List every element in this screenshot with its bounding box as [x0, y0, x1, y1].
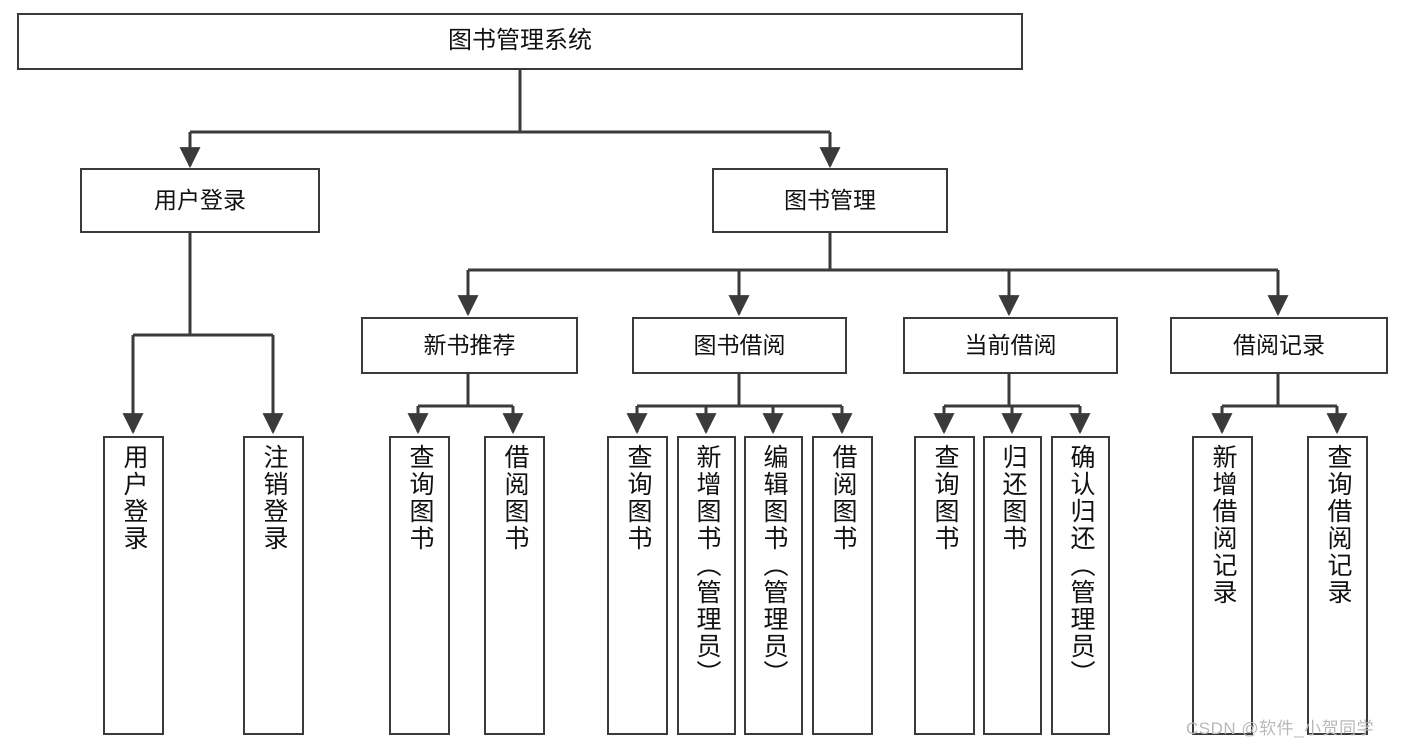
leaf-user-login-logout-label: 注销登录 — [260, 444, 288, 552]
node-new-book-recommend-label: 新书推荐 — [423, 331, 516, 358]
leaf-current-query-book[interactable]: 查询图书 — [914, 436, 975, 735]
leaf-new-book-query[interactable]: 查询图书 — [389, 436, 450, 735]
leaf-user-login-logout[interactable]: 注销登录 — [243, 436, 304, 735]
leaf-borrow-edit-book-label: 编辑图书（管理员） — [760, 444, 788, 687]
node-root-label: 图书管理系统 — [448, 27, 592, 55]
node-book-management-label: 图书管理 — [784, 186, 876, 213]
leaf-current-query-book-label: 查询图书 — [931, 444, 959, 552]
node-borrow-record[interactable]: 借阅记录 — [1170, 317, 1388, 374]
node-user-login[interactable]: 用户登录 — [80, 168, 320, 233]
leaf-user-login-login[interactable]: 用户登录 — [103, 436, 164, 735]
leaf-borrow-add-book-label: 新增图书（管理员） — [693, 444, 721, 687]
node-new-book-recommend[interactable]: 新书推荐 — [361, 317, 578, 374]
leaf-record-query-label: 查询借阅记录 — [1324, 444, 1352, 606]
leaf-borrow-add-book[interactable]: 新增图书（管理员） — [677, 436, 736, 735]
leaf-borrow-edit-book[interactable]: 编辑图书（管理员） — [744, 436, 803, 735]
node-book-management[interactable]: 图书管理 — [712, 168, 948, 233]
node-root[interactable]: 图书管理系统 — [17, 13, 1023, 70]
leaf-new-book-borrow-label: 借阅图书 — [501, 444, 529, 552]
node-current-borrow[interactable]: 当前借阅 — [903, 317, 1118, 374]
leaf-user-login-login-label: 用户登录 — [120, 444, 148, 552]
node-borrow-record-label: 借阅记录 — [1233, 331, 1325, 358]
leaf-borrow-query-book[interactable]: 查询图书 — [607, 436, 668, 735]
node-current-borrow-label: 当前借阅 — [964, 331, 1057, 358]
leaf-new-book-query-label: 查询图书 — [406, 444, 434, 552]
leaf-current-confirm-return-label: 确认归还（管理员） — [1067, 444, 1095, 687]
leaf-record-query[interactable]: 查询借阅记录 — [1307, 436, 1368, 735]
leaf-current-return-book-label: 归还图书 — [999, 444, 1027, 552]
leaf-record-add-label: 新增借阅记录 — [1209, 444, 1237, 606]
leaf-borrow-borrow-book-label: 借阅图书 — [829, 444, 857, 552]
leaf-borrow-query-book-label: 查询图书 — [624, 444, 652, 552]
node-user-login-label: 用户登录 — [154, 186, 246, 213]
leaf-new-book-borrow[interactable]: 借阅图书 — [484, 436, 545, 735]
leaf-current-confirm-return[interactable]: 确认归还（管理员） — [1051, 436, 1110, 735]
node-book-borrow[interactable]: 图书借阅 — [632, 317, 847, 374]
leaf-borrow-borrow-book[interactable]: 借阅图书 — [812, 436, 873, 735]
csdn-watermark: CSDN @软件_小贺同学 — [1186, 719, 1375, 738]
node-book-borrow-label: 图书借阅 — [693, 331, 786, 358]
leaf-record-add[interactable]: 新增借阅记录 — [1192, 436, 1253, 735]
leaf-current-return-book[interactable]: 归还图书 — [983, 436, 1042, 735]
